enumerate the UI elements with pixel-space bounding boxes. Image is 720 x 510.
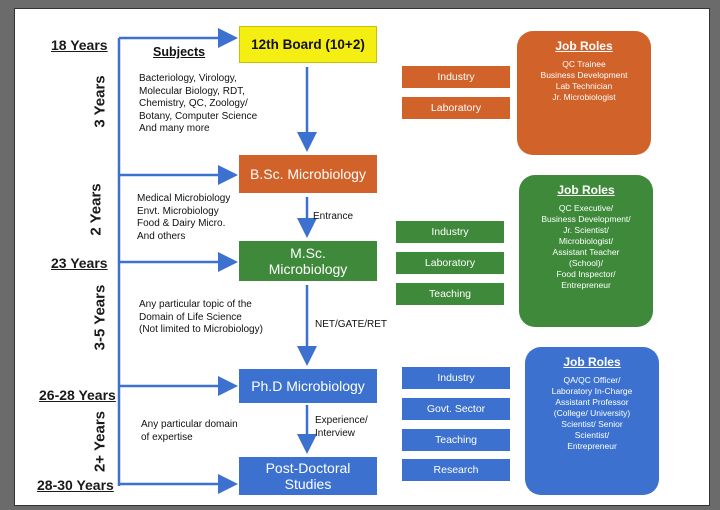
phd-job-roles-list: QA/QC Officer/ Laboratory In-Charge Assi… (551, 375, 633, 451)
stage-bsc: B.Sc. Microbiology (239, 155, 377, 193)
phd-job-roles: Job Roles QA/QC Officer/ Laboratory In-C… (525, 347, 659, 495)
msc-job-roles-title: Job Roles (557, 183, 615, 197)
bsc-job-roles-title: Job Roles (555, 39, 613, 53)
subjects-list: Bacteriology, Virology, Molecular Biolog… (139, 73, 258, 134)
phd-sector-industry: Industry (402, 367, 510, 389)
stage-phd-label: Ph.D Microbiology (251, 378, 365, 394)
msc-sector-laboratory: Laboratory (396, 252, 504, 274)
bsc-job-roles: Job Roles QC Trainee Business Developmen… (517, 31, 651, 155)
duration-2plus-years: 2+ Years (91, 410, 109, 473)
phd-sector-govt: Govt. Sector (402, 398, 510, 420)
duration-2-years: 2 Years (87, 183, 105, 236)
stage-phd: Ph.D Microbiology (239, 369, 377, 403)
postdoc-domain: Any particular domain of expertise (141, 419, 238, 443)
subjects-heading: Subjects (153, 45, 206, 59)
stage-12th-board: 12th Board (10+2) (239, 26, 377, 63)
duration-3-years: 3 Years (91, 75, 109, 128)
flow-arrows (117, 28, 317, 494)
stage-postdoc: Post-Doctoral Studies (239, 457, 377, 495)
phd-job-roles-title: Job Roles (563, 355, 621, 369)
msc-job-roles-list: QC Executive/ Business Development/ Jr. … (541, 203, 631, 290)
age-18: 18 Years (51, 37, 108, 53)
age-23: 23 Years (51, 255, 108, 271)
transition-entrance: Entrance (313, 211, 354, 222)
msc-job-roles: Job Roles QC Executive/ Business Develop… (519, 175, 653, 327)
msc-specializations: Medical Microbiology Envt. Microbiology … (137, 193, 231, 242)
duration-3-5-years: 3-5 Years (91, 284, 109, 351)
msc-sector-industry: Industry (396, 221, 504, 243)
bsc-sector-industry: Industry (402, 66, 510, 88)
phd-sector-research: Research (402, 459, 510, 481)
bsc-sector-laboratory: Laboratory (402, 97, 510, 119)
stage-msc-label: M.Sc. Microbiology (268, 245, 348, 277)
age-26-28: 26-28 Years (39, 387, 116, 403)
transition-net-gate: NET/GATE/RET (315, 319, 388, 330)
msc-sector-teaching: Teaching (396, 283, 504, 305)
age-28-30: 28-30 Years (37, 477, 114, 493)
career-path-slide: 18 Years 23 Years 26-28 Years 28-30 Year… (14, 8, 710, 506)
bsc-job-roles-list: QC Trainee Business Development Lab Tech… (540, 59, 628, 102)
stage-12th-board-label: 12th Board (10+2) (251, 36, 365, 52)
stage-postdoc-label: Post-Doctoral Studies (265, 460, 351, 492)
stage-msc: M.Sc. Microbiology (239, 241, 377, 281)
transition-experience: Experience/ Interview (315, 415, 368, 439)
stage-bsc-label: B.Sc. Microbiology (250, 166, 366, 182)
phd-sector-teaching: Teaching (402, 429, 510, 451)
phd-topics: Any particular topic of the Domain of Li… (139, 299, 263, 335)
